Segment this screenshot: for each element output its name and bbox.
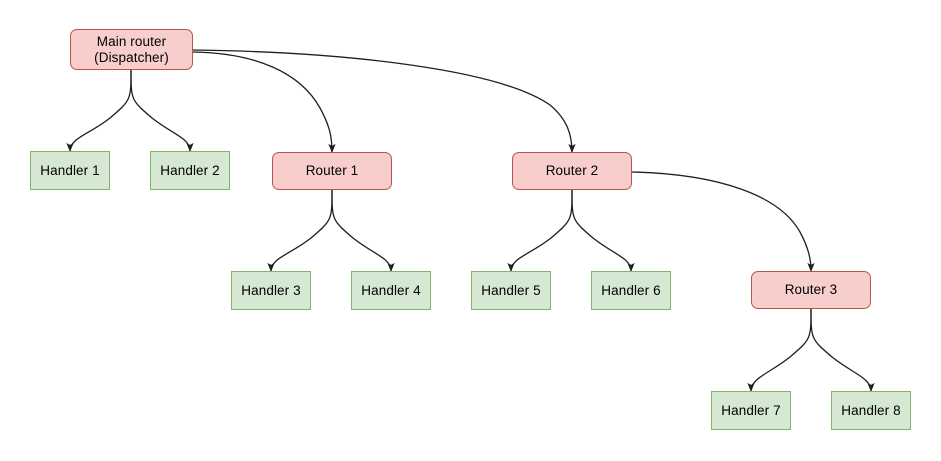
edge-r2-h6 — [571, 189, 635, 273]
node-router-3[interactable]: Router 3 — [751, 271, 871, 309]
node-handler-2[interactable]: Handler 2 — [150, 151, 230, 190]
node-handler-7[interactable]: Handler 7 — [711, 391, 791, 430]
node-label-handler-7: Handler 7 — [721, 402, 781, 418]
node-label-handler-6: Handler 6 — [601, 282, 661, 298]
node-label-handler-4: Handler 4 — [361, 282, 421, 298]
node-handler-8[interactable]: Handler 8 — [831, 391, 911, 430]
node-handler-3[interactable]: Handler 3 — [231, 271, 311, 310]
node-label-router-3: Router 3 — [784, 282, 838, 297]
edge-r3-h7 — [747, 308, 812, 393]
node-handler-1[interactable]: Handler 1 — [30, 151, 110, 190]
edge-r2-r3 — [631, 171, 815, 273]
node-router-2[interactable]: Router 2 — [512, 152, 632, 190]
node-label-handler-5: Handler 5 — [481, 282, 541, 298]
edge-main-r2 — [192, 49, 576, 154]
node-label-handler-8: Handler 8 — [841, 402, 901, 418]
edge-main-r1 — [192, 51, 336, 154]
node-label-router-2: Router 2 — [545, 163, 599, 178]
node-handler-6[interactable]: Handler 6 — [591, 271, 671, 310]
node-handler-4[interactable]: Handler 4 — [351, 271, 431, 310]
edge-r3-h8 — [810, 308, 875, 393]
node-router-1[interactable]: Router 1 — [272, 152, 392, 190]
edge-main-h1 — [66, 69, 132, 153]
node-handler-5[interactable]: Handler 5 — [471, 271, 551, 310]
edges-group — [66, 49, 875, 393]
node-label-handler-1: Handler 1 — [40, 162, 100, 178]
edge-r1-h3 — [267, 189, 333, 273]
node-main-router[interactable]: Main router (Dispatcher) — [70, 29, 193, 70]
node-label-main-router: Main router (Dispatcher) — [94, 33, 169, 65]
edge-r2-h5 — [507, 189, 573, 273]
node-label-router-1: Router 1 — [305, 163, 359, 178]
node-label-handler-2: Handler 2 — [160, 162, 220, 178]
edge-r1-h4 — [331, 189, 395, 273]
node-label-handler-3: Handler 3 — [241, 282, 301, 298]
edge-main-h2 — [130, 69, 194, 153]
